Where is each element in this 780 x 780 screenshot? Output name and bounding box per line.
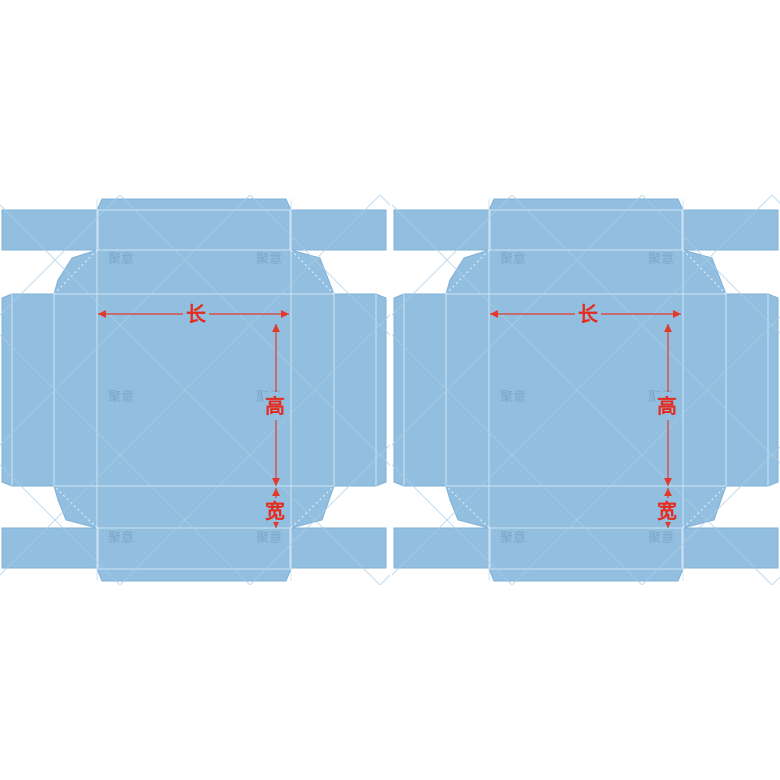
pattern-line [641, 446, 780, 585]
arrowhead [272, 488, 280, 496]
bottom-dust-flap [53, 485, 335, 529]
arrowhead [272, 478, 280, 486]
dust-fold-line [290, 249, 335, 295]
top-left-side-flap [393, 209, 491, 251]
watermark-text: 聚意 [648, 530, 674, 546]
watermark-text: 聚意 [500, 251, 526, 267]
right-box-template: 聚意聚意聚意聚意聚意聚意长高宽 [392, 195, 780, 585]
arrowhead [281, 310, 289, 318]
width-dimension-label: 宽 [657, 499, 677, 523]
bottom-right-side-flap [289, 527, 387, 569]
left-wall-tab [393, 293, 405, 487]
watermark-text: 聚意 [256, 530, 282, 546]
background-pattern [392, 195, 780, 585]
width-label-bg [655, 498, 681, 522]
dust-fold-line [53, 485, 98, 529]
width-dimension-label: 宽 [265, 499, 285, 523]
length-label-bg [575, 300, 601, 326]
arrowhead [664, 324, 672, 332]
arrowhead [272, 324, 280, 332]
height-label-bg [263, 392, 289, 420]
bottom-dust-flap [445, 485, 727, 529]
arrowhead [664, 488, 672, 496]
watermark-text: 聚意 [108, 530, 134, 546]
length-dimension-label: 长 [186, 302, 207, 326]
top-dust-flap [445, 249, 727, 295]
height-label-bg [655, 392, 681, 420]
left-wall-panel [11, 293, 55, 487]
watermark-text: 聚意 [108, 251, 134, 267]
watermark-text: 聚意 [500, 389, 526, 405]
pattern-line [249, 444, 390, 585]
arrowhead [664, 478, 672, 486]
left-wall-tab [1, 293, 13, 487]
left-wall-panel [403, 293, 447, 487]
pattern-line [641, 195, 780, 334]
background-pattern [0, 195, 390, 585]
length-label-bg [183, 300, 209, 326]
height-dimension-label: 高 [265, 394, 285, 418]
right-wall-panel [333, 293, 377, 487]
top-wall-panel [96, 209, 292, 251]
right-wall-panel [725, 293, 769, 487]
pattern-line [119, 314, 390, 585]
arrowhead [490, 310, 498, 318]
arrowhead [673, 310, 681, 318]
left-box-template: 聚意聚意聚意聚意聚意聚意长高宽 [0, 195, 390, 585]
dust-fold-line [682, 485, 727, 529]
top-left-side-flap [1, 209, 99, 251]
length-dimension-label: 长 [578, 302, 599, 326]
watermark-text: 聚意 [500, 530, 526, 546]
pattern-line [511, 316, 780, 585]
dust-fold-line [53, 249, 98, 295]
top-right-side-flap [289, 209, 387, 251]
dust-fold-line [290, 485, 335, 529]
dust-fold-line [682, 249, 727, 295]
bottom-right-side-flap [681, 527, 779, 569]
pattern-line [249, 195, 390, 336]
watermark-text: 聚意 [648, 251, 674, 267]
watermark-text: 聚意 [256, 251, 282, 267]
width-label-bg [263, 498, 289, 522]
top-wall-panel [488, 209, 684, 251]
watermark-text: 聚意 [108, 389, 134, 405]
arrowhead [98, 310, 106, 318]
dust-fold-line [445, 485, 490, 529]
top-dust-flap [53, 249, 335, 295]
top-right-side-flap [681, 209, 779, 251]
height-dimension-label: 高 [657, 394, 677, 418]
dust-fold-line [445, 249, 490, 295]
